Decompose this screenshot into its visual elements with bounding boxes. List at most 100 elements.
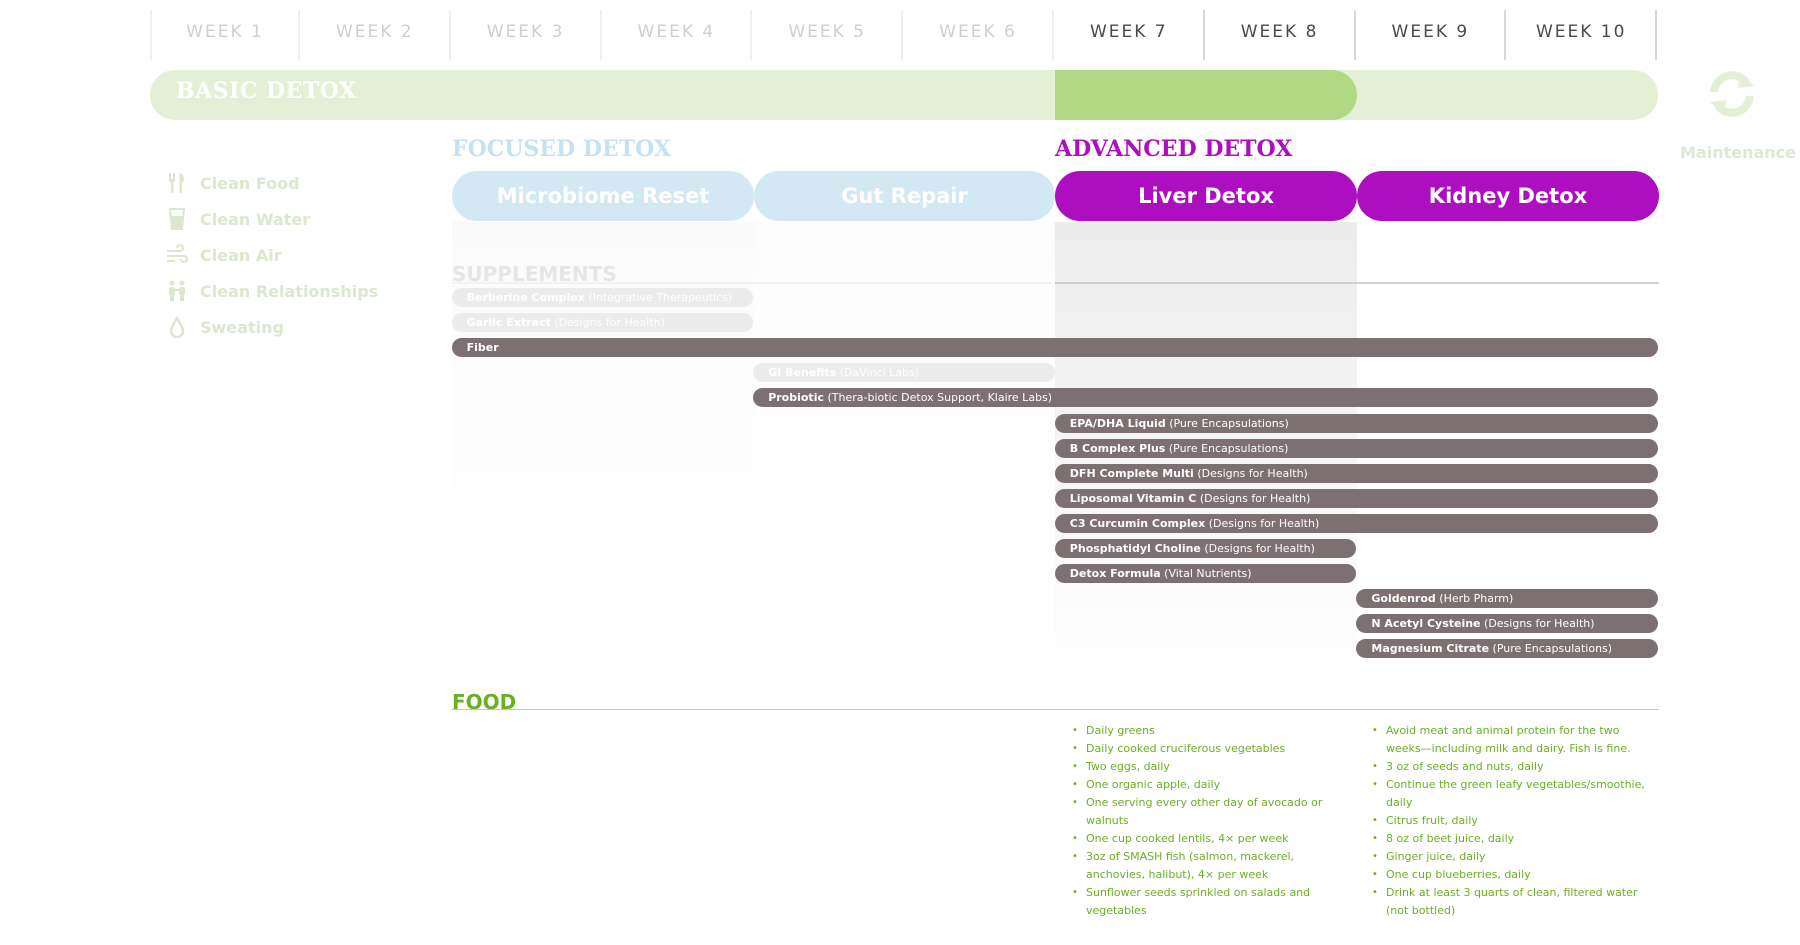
supplement-name: B Complex Plus bbox=[1069, 441, 1166, 455]
supplement-name: Fiber bbox=[466, 341, 499, 355]
supplement-bar: Phosphatidyl Choline (Designs for Health… bbox=[1054, 539, 1357, 558]
food-item: 8 oz of beet juice, daily bbox=[1372, 830, 1652, 848]
water-glass-icon bbox=[168, 208, 186, 230]
legend-label: Sweating bbox=[200, 317, 284, 337]
supplement-brand: (Pure Encapsulations) bbox=[1169, 416, 1289, 430]
legend-clean-water: Clean Water bbox=[166, 206, 310, 232]
supplement-bar: Probiotic (Thera-biotic Detox Support, K… bbox=[753, 388, 1658, 408]
week-label: WEEK 4 bbox=[602, 10, 753, 60]
stage-kidney-detox: Kidney Detox bbox=[1357, 171, 1659, 221]
supplement-bar: Berberine Complex (Integrative Therapeut… bbox=[451, 288, 754, 307]
week-label: WEEK 7 bbox=[1055, 10, 1205, 60]
legend-label: Clean Water bbox=[200, 209, 311, 229]
supplement-brand: (Vital Nutrients) bbox=[1164, 567, 1252, 581]
food-item: Avoid meat and animal protein for the tw… bbox=[1372, 722, 1652, 758]
supplement-name: C3 Curcumin Complex bbox=[1069, 516, 1206, 530]
legend-clean-air: Clean Air bbox=[166, 242, 282, 268]
supplement-name: DFH Complete Multi bbox=[1069, 466, 1194, 480]
wind-icon bbox=[167, 244, 188, 263]
food-item: One cup cooked lentils, 4× per week bbox=[1072, 830, 1352, 848]
supplement-name: EPA/DHA Liquid bbox=[1069, 416, 1166, 430]
focused-stage1-shade bbox=[452, 222, 754, 610]
food-item: One serving every other day of avocado o… bbox=[1072, 794, 1352, 830]
food-item: 3 oz of seeds and nuts, daily bbox=[1372, 758, 1652, 776]
supplement-name: Liposomal Vitamin C bbox=[1069, 491, 1197, 505]
supplement-name: Detox Formula bbox=[1069, 567, 1161, 581]
stage-microbiome-reset: Microbiome Reset bbox=[452, 171, 754, 221]
week-label: WEEK 6 bbox=[904, 10, 1054, 60]
food-item: Continue the green leafy vegetables/smoo… bbox=[1372, 776, 1652, 812]
supplements-rule bbox=[1055, 282, 1659, 284]
week-label: WEEK 10 bbox=[1507, 10, 1658, 60]
supplement-bar: Liposomal Vitamin C (Designs for Health) bbox=[1054, 488, 1658, 508]
supplement-brand: (Designs for Health) bbox=[1208, 516, 1320, 530]
food-item: Ginger juice, daily bbox=[1372, 848, 1652, 866]
drop-icon bbox=[169, 316, 185, 338]
supplement-bar: Garlic Extract (Designs for Health) bbox=[451, 313, 754, 333]
supplement-brand: (DaVinci Labs) bbox=[839, 366, 920, 380]
liver-food-list: Daily greensDaily cooked cruciferous veg… bbox=[1072, 722, 1352, 920]
kidney-food-list: Avoid meat and animal protein for the tw… bbox=[1372, 722, 1652, 920]
food-item: Drink at least 3 quarts of clean, filter… bbox=[1372, 884, 1652, 920]
legend-label: Clean Air bbox=[200, 245, 282, 265]
food-rule bbox=[452, 709, 1659, 710]
supplement-bar: C3 Curcumin Complex (Designs for Health) bbox=[1054, 513, 1658, 533]
food-item: One organic apple, daily bbox=[1072, 776, 1352, 794]
supplement-bar: Detox Formula (Vital Nutrients) bbox=[1054, 564, 1357, 584]
maintenance-label: Maintenance bbox=[1680, 143, 1797, 162]
week-label: WEEK 3 bbox=[452, 10, 602, 60]
legend-label: Clean Food bbox=[200, 173, 300, 193]
supplement-name: Phosphatidyl Choline bbox=[1069, 542, 1201, 555]
supplement-name: Garlic Extract bbox=[466, 316, 551, 330]
advanced-detox-heading: ADVANCED DETOX bbox=[1055, 136, 1293, 162]
fork-knife-icon bbox=[169, 173, 185, 193]
supplement-name: Berberine Complex bbox=[466, 291, 585, 304]
supplement-brand: (Designs for Health) bbox=[554, 316, 665, 330]
supplement-brand: (Designs for Health) bbox=[1199, 491, 1311, 505]
basic-detox-bar bbox=[150, 70, 1658, 120]
supplement-bar: Magnesium Citrate (Pure Encapsulations) bbox=[1356, 639, 1658, 659]
stage-gut-repair: Gut Repair bbox=[754, 171, 1055, 221]
focused-stage2-shade bbox=[754, 222, 1055, 610]
food-item: One cup blueberries, daily bbox=[1372, 866, 1652, 884]
refresh-icon bbox=[1710, 71, 1754, 117]
basic-detox-title: BASIC DETOX bbox=[176, 78, 357, 104]
food-item: Two eggs, daily bbox=[1072, 758, 1352, 776]
supplement-name: N Acetyl Cysteine bbox=[1371, 617, 1481, 631]
food-item: Sunflower seeds sprinkled on salads and … bbox=[1072, 884, 1352, 920]
supplement-bar: Goldenrod (Herb Pharm) bbox=[1356, 589, 1658, 609]
supplement-brand: (Designs for Health) bbox=[1204, 542, 1315, 555]
supplement-bar: DFH Complete Multi (Designs for Health) bbox=[1054, 463, 1658, 483]
food-item: Citrus fruit, daily bbox=[1372, 812, 1652, 830]
week-label: WEEK 2 bbox=[301, 10, 451, 60]
supplement-brand: (Designs for Health) bbox=[1197, 466, 1308, 480]
supplement-brand: (Designs for Health) bbox=[1484, 617, 1595, 631]
week-label: WEEK 8 bbox=[1206, 10, 1356, 60]
supplement-bar: N Acetyl Cysteine (Designs for Health) bbox=[1356, 614, 1658, 634]
supplements-rule-faded bbox=[452, 282, 1052, 284]
supplement-bar: Fiber bbox=[451, 338, 1658, 358]
supplement-bar: GI Benefits (DaVinci Labs) bbox=[753, 363, 1055, 383]
supplement-brand: (Thera-biotic Detox Support, Klaire Labs… bbox=[827, 391, 1053, 405]
supplement-bar: B Complex Plus (Pure Encapsulations) bbox=[1054, 438, 1658, 458]
supplement-name: Magnesium Citrate bbox=[1371, 642, 1490, 656]
focused-detox-heading: FOCUSED DETOX bbox=[452, 136, 671, 162]
legend-clean-food: Clean Food bbox=[166, 170, 300, 196]
supplement-name: Probiotic bbox=[768, 391, 824, 405]
legend-clean-relationships: Clean Relationships bbox=[166, 278, 378, 304]
week-label: WEEK 5 bbox=[753, 10, 904, 60]
food-item: Daily greens bbox=[1072, 722, 1352, 740]
supplement-name: GI Benefits bbox=[768, 366, 837, 380]
basic-detox-active-segment bbox=[1055, 70, 1357, 120]
supplement-brand: (Integrative Therapeutics) bbox=[588, 291, 733, 304]
legend-label: Clean Relationships bbox=[200, 281, 379, 301]
supplement-name: Goldenrod bbox=[1371, 592, 1436, 606]
supplement-brand: (Herb Pharm) bbox=[1439, 592, 1514, 606]
stage-liver-detox: Liver Detox bbox=[1055, 171, 1357, 221]
food-heading: FOOD bbox=[452, 690, 517, 714]
week-label: WEEK 1 bbox=[150, 10, 300, 60]
food-item: Daily cooked cruciferous vegetables bbox=[1072, 740, 1352, 758]
food-item: 3oz of SMASH fish (salmon, mackerel, anc… bbox=[1072, 848, 1352, 884]
week-label: WEEK 9 bbox=[1356, 10, 1507, 60]
supplement-brand: (Pure Encapsulations) bbox=[1168, 441, 1289, 455]
